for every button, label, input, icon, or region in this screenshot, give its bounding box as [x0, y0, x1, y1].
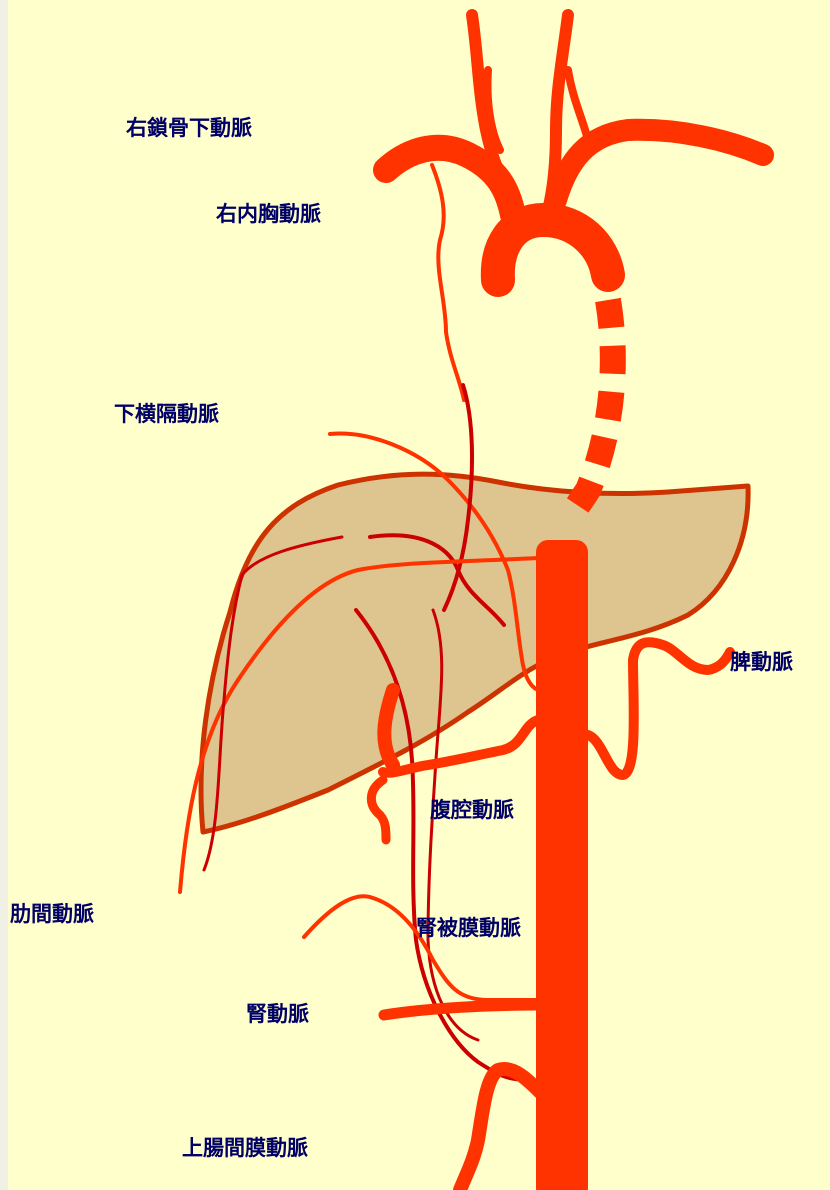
renal-artery: [384, 1005, 538, 1015]
internal-thoracic-vessel: [432, 165, 464, 400]
label-renal-artery: 腎動脈: [246, 998, 309, 1028]
label-adrenal-artery: 腎被膜動脈: [416, 912, 521, 942]
gastroduodenal-branch: [371, 780, 386, 840]
left-vertebral: [568, 70, 588, 140]
arterial-anatomy-diagram: [8, 0, 830, 1190]
label-right-internal-thoracic-artery: 右内胸動脈: [216, 198, 321, 228]
label-celiac-artery: 腹腔動脈: [430, 794, 514, 824]
label-splenic-artery: 脾動脈: [730, 646, 793, 676]
superior-mesenteric-artery: [460, 1069, 540, 1190]
label-intercostal-artery: 肋間動脈: [10, 898, 94, 928]
descending-aorta-dashed: [568, 300, 613, 520]
slide-background: 右鎖骨下動脈 右内胸動脈 下横隔動脈 脾動脈 腹腔動脈 肋間動脈 腎被膜動脈 腎…: [8, 0, 830, 1190]
liver-shape: [201, 474, 748, 832]
aortic-arch: [498, 220, 608, 280]
label-superior-mesenteric-artery: 上腸間膜動脈: [182, 1132, 308, 1162]
splenic-artery: [588, 642, 730, 775]
label-right-subclavian-artery: 右鎖骨下動脈: [126, 112, 252, 142]
label-inferior-phrenic-artery: 下横隔動脈: [114, 398, 219, 428]
